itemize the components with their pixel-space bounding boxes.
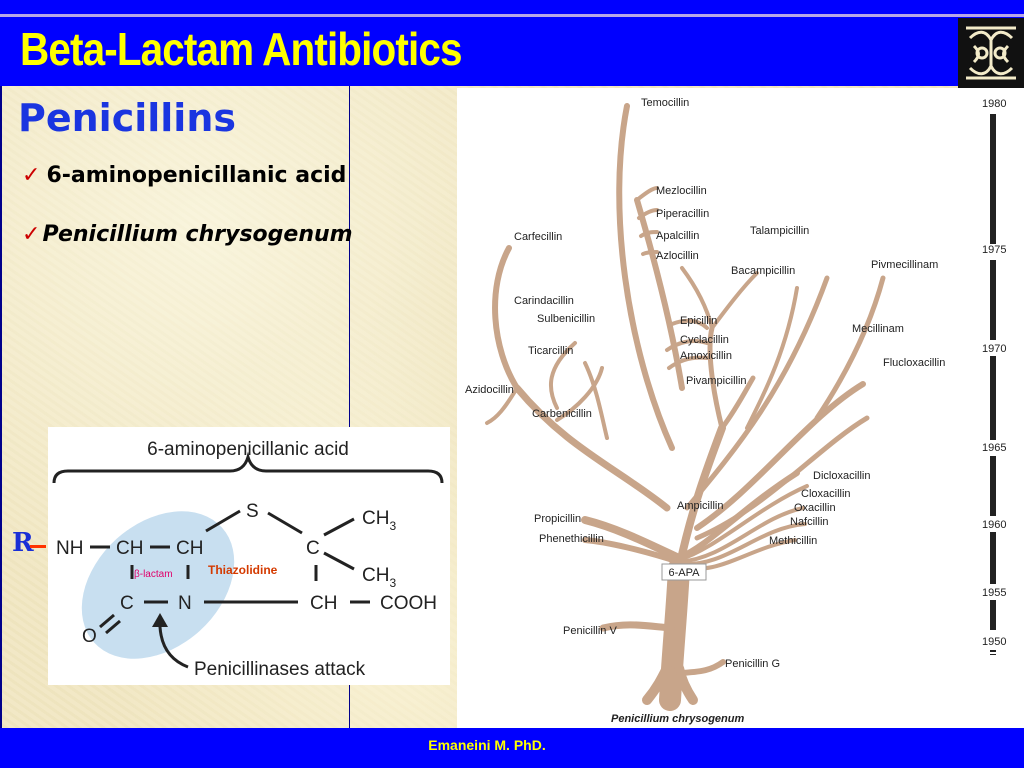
drug-label: Pivampicillin	[686, 375, 747, 387]
drug-label: Dicloxacillin	[813, 470, 870, 482]
atom-nh: NH	[56, 538, 83, 559]
r-group-label: R	[12, 528, 34, 558]
drug-label: Ticarcillin	[528, 345, 573, 357]
atom-ch: CH	[116, 538, 143, 559]
chemical-structure-figure: 6-aminopenicillanic acid NH CH CH S C CH…	[48, 427, 450, 685]
drug-label: Mezlocillin	[656, 185, 707, 197]
thiazolidine-label: Thiazolidine	[208, 563, 278, 577]
slide-title: Beta-Lactam Antibiotics	[20, 23, 462, 75]
drug-label: Cloxacillin	[801, 488, 851, 500]
check-icon: ✓	[22, 163, 41, 188]
arrow-head	[152, 613, 168, 627]
atom-cooh: COOH	[380, 593, 437, 614]
drug-label: Sulbenicillin	[537, 313, 595, 325]
drug-label: Phenethicillin	[539, 533, 604, 545]
drug-label: Penicillin G	[725, 658, 780, 670]
drug-label: Pivmecillinam	[871, 259, 938, 271]
drug-label: Carfecillin	[514, 231, 562, 243]
atom-s: S	[246, 501, 259, 522]
tree-root-label: Penicillium chrysogenum	[611, 713, 744, 725]
bullet-item: ✓6-aminopenicillanic acid	[22, 163, 346, 188]
beta-lactam-highlight	[81, 511, 235, 659]
drug-label: Bacampicillin	[731, 265, 795, 277]
beta-lactam-label: β-lactam	[134, 569, 173, 580]
brace	[52, 451, 444, 484]
timeline-year: 1960	[982, 519, 1006, 531]
footer-bar	[0, 728, 1024, 768]
drug-label: Amoxicillin	[680, 350, 732, 362]
atom-ch3: CH3	[362, 565, 396, 590]
title-bar-rule	[0, 14, 1024, 17]
bond	[323, 517, 355, 537]
drug-label: Epicillin	[680, 315, 717, 327]
atom-ch: CH	[310, 593, 337, 614]
bond	[323, 551, 355, 571]
timeline-year: 1980	[982, 98, 1006, 110]
timeline-axis: 1980 1975 1970 1965 1960 1955 1950	[982, 98, 1006, 655]
attack-label: Penicillinases attack	[194, 659, 366, 680]
drug-label: Piperacillin	[656, 208, 709, 220]
penicillin-family-tree: 6-APA Temocillin Mezlocillin Piperacilli…	[457, 88, 1024, 731]
drug-label: Mecillinam	[852, 323, 904, 335]
check-icon: ✓	[22, 222, 41, 247]
section-heading: Penicillins	[18, 96, 236, 140]
drug-label: Oxacillin	[794, 502, 836, 514]
timeline-year: 1965	[982, 442, 1006, 454]
bond	[105, 619, 121, 635]
university-logo	[958, 18, 1024, 88]
node-label: 6-APA	[669, 567, 701, 579]
attack-arrow	[158, 619, 189, 669]
drug-label: Ampicillin	[677, 500, 723, 512]
drug-label: Cyclacillin	[680, 334, 729, 346]
left-border-line	[0, 86, 2, 728]
drug-label: Carbenicillin	[532, 408, 592, 420]
bond	[205, 509, 241, 533]
timeline-year: 1955	[982, 587, 1006, 599]
bullet-text: Penicillium chrysogenum	[42, 222, 353, 247]
drug-label: Temocillin	[641, 97, 689, 109]
bullet-item: ✓Penicillium chrysogenum	[22, 222, 353, 247]
tree-branches	[485, 103, 886, 711]
atom-c: C	[306, 538, 320, 559]
timeline-year: 1970	[982, 343, 1006, 355]
footer-author: Emaneini M. PhD.	[428, 737, 546, 753]
drug-label: Penicillin V	[563, 625, 617, 637]
structure-caption: 6-aminopenicillanic acid	[147, 439, 349, 460]
drug-label: Propicillin	[534, 513, 581, 525]
atom-o: O	[82, 626, 97, 647]
atom-ch3: CH3	[362, 508, 396, 533]
drug-label: Azidocillin	[465, 384, 514, 396]
drug-label: Apalcillin	[656, 230, 699, 242]
timeline-year: 1950	[982, 636, 1006, 648]
drug-label: Nafcillin	[790, 516, 829, 528]
timeline-year: 1975	[982, 244, 1006, 256]
node-box	[661, 563, 707, 581]
title-bar	[0, 0, 1024, 86]
atom-ch: CH	[176, 538, 203, 559]
r-group-bond	[30, 545, 46, 548]
drug-label: Azlocillin	[656, 250, 699, 262]
drug-label: Carindacillin	[514, 295, 574, 307]
drug-label: Methicillin	[769, 535, 817, 547]
bond	[267, 511, 303, 535]
drug-label: Talampicillin	[750, 225, 809, 237]
bond	[99, 613, 115, 629]
column-divider	[349, 86, 350, 728]
bullet-text: 6-aminopenicillanic acid	[46, 163, 347, 188]
atom-c: C	[120, 593, 134, 614]
drug-label: Flucloxacillin	[883, 357, 945, 369]
atom-n: N	[178, 593, 192, 614]
